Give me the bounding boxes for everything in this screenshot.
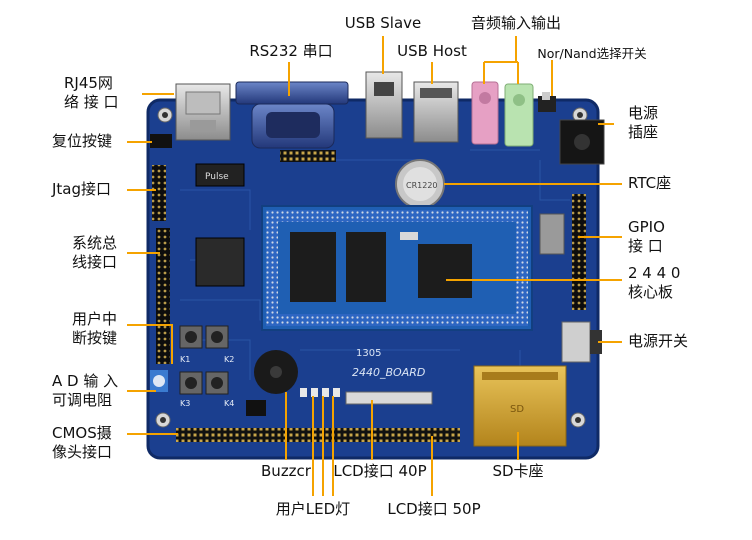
label-rs232-text: RS232 串口 xyxy=(249,42,333,60)
pulse-transformer: Pulse xyxy=(195,163,245,187)
label-jtag: Jtag接口 xyxy=(52,180,111,199)
usb-host-connector xyxy=(413,81,459,143)
sd-text: SD xyxy=(510,404,524,415)
label-lcd40: LCD接口 40P xyxy=(330,462,430,481)
battery-text: CR1220 xyxy=(406,181,438,190)
label-nor-nand-text: Nor/Nand选择开关 xyxy=(537,46,647,61)
label-power-socket-line1: 电源 xyxy=(628,104,659,122)
label-reset-key: 复位按键 xyxy=(52,132,112,151)
bottom-header xyxy=(176,428,460,442)
label-gpio: GPIO 接 口 xyxy=(628,218,665,256)
label-user-interrupt: 用户中 断按键 xyxy=(72,310,117,348)
mounting-holes xyxy=(155,107,588,428)
buzzer xyxy=(254,350,298,394)
label-rj45: RJ45网 络 接 口 xyxy=(64,74,119,112)
label-lcd50-text: LCD接口 50P xyxy=(387,500,481,518)
label-power-socket-line2: 插座 xyxy=(628,123,659,141)
label-user-led-text: 用户LED灯 xyxy=(275,500,351,518)
voltage-regulator xyxy=(539,213,565,255)
label-reset-key-text: 复位按键 xyxy=(52,132,113,150)
key-label-3: K3 xyxy=(180,399,190,408)
silkscreen-rev: 1305 xyxy=(356,348,381,359)
label-nor-nand: Nor/Nand选择开关 xyxy=(526,44,658,63)
lcd40-connector xyxy=(345,391,433,405)
top-header xyxy=(280,150,336,162)
label-cmos-line1: CMOS摄 xyxy=(52,424,112,442)
label-ad-input-line2: 可调电阻 xyxy=(52,391,113,409)
key-label-4: K4 xyxy=(224,399,234,408)
label-gpio-line1: GPIO xyxy=(628,218,665,236)
reset-switch xyxy=(150,134,172,148)
label-user-interrupt-line1: 用户中 xyxy=(72,310,118,328)
label-usb-host-text: USB Host xyxy=(397,42,467,60)
label-core-board-line1: 2 4 4 0 xyxy=(628,264,681,282)
label-rj45-line1: RJ45网 xyxy=(64,74,113,92)
label-lcd50: LCD接口 50P xyxy=(384,500,484,519)
label-lcd40-text: LCD接口 40P xyxy=(333,462,427,480)
label-power-switch-text: 电源开关 xyxy=(628,332,689,350)
label-buzzer-text: Buzzcr xyxy=(261,462,311,480)
sd-socket: SD xyxy=(473,365,567,447)
label-power-switch: 电源开关 xyxy=(628,332,688,351)
gpio-header xyxy=(572,194,586,310)
ad-potentiometer xyxy=(150,370,168,392)
label-system-bus-line1: 系统总 xyxy=(72,234,118,252)
key-label-2: K2 xyxy=(224,355,234,364)
power-socket xyxy=(559,119,605,165)
rj45-connector xyxy=(175,83,231,141)
ethernet-chip xyxy=(195,237,245,287)
system-bus-header xyxy=(156,228,170,364)
label-rtc: RTC座 xyxy=(628,174,671,193)
label-system-bus: 系统总 线接口 xyxy=(72,234,117,272)
leader-lines xyxy=(127,36,622,496)
label-power-socket: 电源 插座 xyxy=(628,104,658,142)
nor-nand-switch xyxy=(538,92,556,112)
label-ad-input: A D 输 入 可调电阻 xyxy=(52,372,118,410)
label-audio-io-text: 音频输入输出 xyxy=(470,14,561,32)
label-rtc-text: RTC座 xyxy=(628,174,672,192)
label-buzzer: Buzzcr xyxy=(252,462,320,481)
audio-jacks xyxy=(471,81,534,147)
jtag-header xyxy=(152,165,166,221)
label-rj45-line2: 络 接 口 xyxy=(64,93,119,111)
rtc-battery: CR1220 xyxy=(395,159,445,209)
key-label-1: K1 xyxy=(180,355,190,364)
label-ad-input-line1: A D 输 入 xyxy=(52,372,119,390)
label-gpio-line2: 接 口 xyxy=(628,237,663,255)
label-core-board-line2: 核心板 xyxy=(628,283,674,301)
user-keys xyxy=(179,325,229,395)
label-jtag-text: Jtag接口 xyxy=(52,180,112,198)
usb-slave-connector xyxy=(365,71,403,139)
label-sd-socket: SD卡座 xyxy=(486,462,550,481)
chip-brand-text: Pulse xyxy=(205,172,229,182)
silkscreen-board: 2440_BOARD xyxy=(352,366,425,379)
user-leds xyxy=(300,388,340,397)
label-cmos-line2: 像头接口 xyxy=(52,443,113,461)
label-rs232: RS232 串口 xyxy=(236,42,346,61)
label-cmos: CMOS摄 像头接口 xyxy=(52,424,112,462)
label-sd-socket-text: SD卡座 xyxy=(492,462,544,480)
db9-connector xyxy=(235,81,349,149)
label-audio-io: 音频输入输出 xyxy=(446,14,586,33)
label-usb-slave: USB Slave xyxy=(335,14,431,33)
label-usb-slave-text: USB Slave xyxy=(344,14,422,32)
power-switch xyxy=(561,321,602,363)
label-user-interrupt-line2: 断按键 xyxy=(72,329,118,347)
label-system-bus-line2: 线接口 xyxy=(72,253,118,271)
core-board xyxy=(261,205,533,331)
camera-connector xyxy=(246,400,266,416)
label-core-board: 2 4 4 0 核心板 xyxy=(628,264,680,302)
label-usb-host: USB Host xyxy=(392,42,472,61)
label-user-led: 用户LED灯 xyxy=(268,500,358,519)
